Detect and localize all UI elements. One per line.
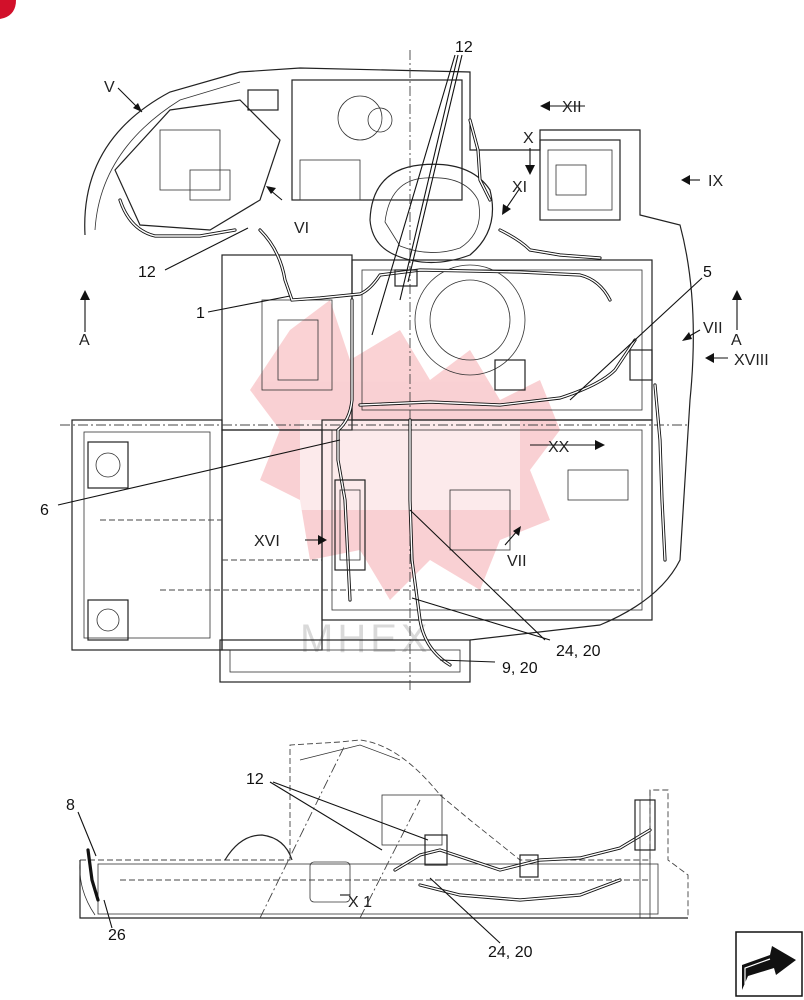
- side-view-frame: [79, 739, 689, 919]
- callout-12-top: 12: [455, 39, 473, 56]
- top-view-harness: [118, 89, 667, 667]
- callout-24-20-top: 24, 20: [556, 643, 601, 660]
- callout-6: 6: [40, 502, 49, 519]
- side-view-leaders: [77, 781, 501, 944]
- watermark-text: MHEX: [300, 617, 432, 661]
- view-marker-v: V: [104, 79, 115, 96]
- view-marker-vi: VI: [294, 220, 309, 237]
- callout-12-side: 12: [246, 771, 264, 788]
- view-marker-xii: XII: [562, 99, 582, 116]
- view-marker-xi: XI: [512, 179, 527, 196]
- callout-9-20: 9, 20: [502, 660, 538, 677]
- view-marker-x1: X 1: [348, 894, 372, 911]
- red-corner-badge: [0, 0, 16, 19]
- view-marker-a-left: A: [79, 332, 90, 349]
- view-marker-vii-bottom: VII: [507, 553, 527, 570]
- callout-26: 26: [108, 927, 126, 944]
- next-page-arrow-icon[interactable]: [735, 931, 803, 997]
- view-marker-xviii: XVIII: [734, 352, 769, 369]
- callout-12-left: 12: [138, 264, 156, 281]
- side-view-harness: [86, 799, 656, 902]
- view-marker-ix: IX: [708, 173, 723, 190]
- view-marker-xvi: XVI: [254, 533, 280, 550]
- view-marker-a-right: A: [731, 332, 742, 349]
- callout-leaders: [57, 54, 703, 663]
- view-arrows: [80, 87, 742, 546]
- view-marker-x: X: [523, 130, 534, 147]
- callout-24-20-side: 24, 20: [488, 944, 533, 961]
- callout-8: 8: [66, 797, 75, 814]
- callout-1: 1: [196, 305, 205, 322]
- view-marker-vii: VII: [703, 320, 723, 337]
- view-marker-xx: XX: [548, 439, 570, 456]
- callout-5: 5: [703, 264, 712, 281]
